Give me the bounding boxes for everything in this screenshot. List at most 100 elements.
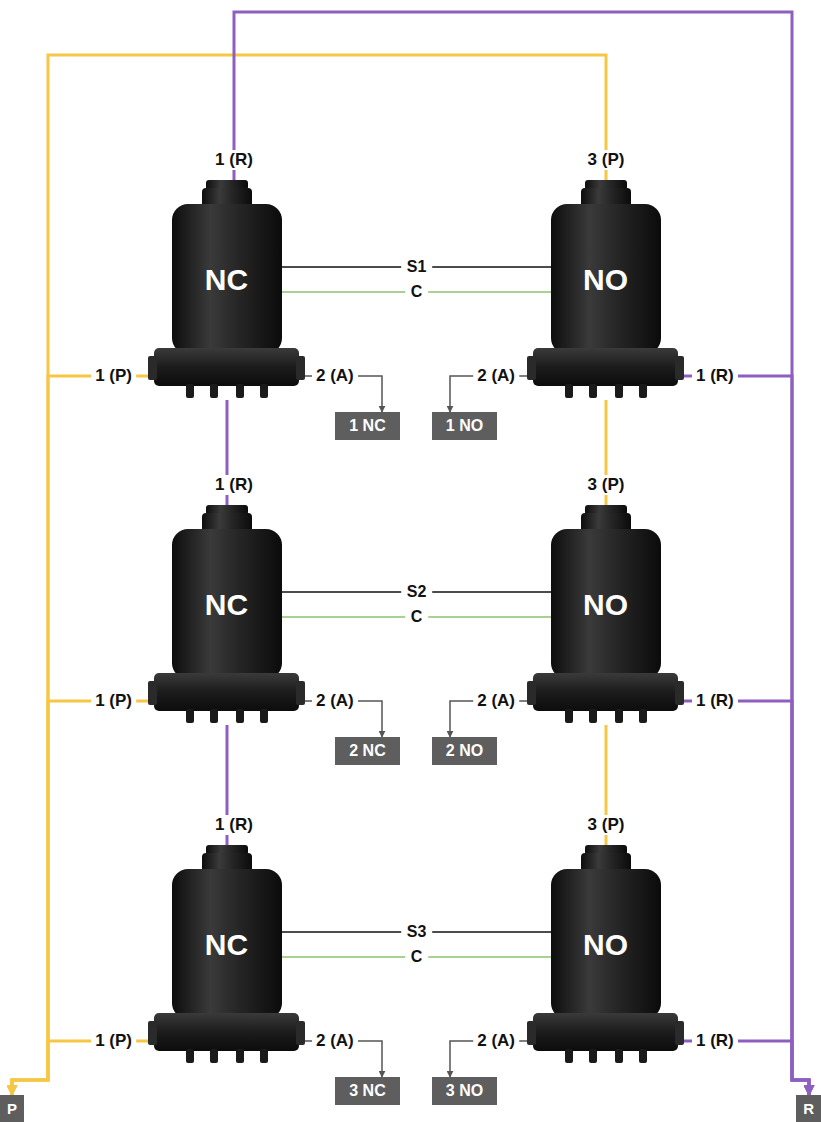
mounting-screw <box>260 384 268 398</box>
mounting-screw <box>615 709 623 723</box>
valve-base <box>154 1013 299 1051</box>
mounting-screw <box>589 384 597 398</box>
port-label: 1 (P) <box>91 691 136 711</box>
mounting-screw <box>186 384 194 398</box>
valve-base <box>533 1013 678 1051</box>
port-fitting <box>148 1021 157 1045</box>
mounting-screw <box>186 709 194 723</box>
port-name: 2 NC <box>345 741 390 761</box>
port-label: 3 (P) <box>584 475 629 495</box>
port-label: 1 (P) <box>91 1031 136 1051</box>
mounting-screw <box>615 384 623 398</box>
signal-label: C <box>405 947 429 967</box>
valve-type-label: NO <box>527 180 684 298</box>
mounting-screw <box>236 384 244 398</box>
mounting-screw <box>186 1049 194 1063</box>
port-fitting <box>527 1021 536 1045</box>
port-label: 2 (A) <box>312 1031 358 1051</box>
port-fitting <box>296 1021 305 1045</box>
mounting-screw <box>615 1049 623 1063</box>
normally-open-valve: NO <box>527 845 684 1065</box>
port-label: 1 (R) <box>692 1031 738 1051</box>
signal-label: S2 <box>401 582 433 602</box>
exhaust-line <box>234 12 809 1095</box>
port-label: 2 (A) <box>312 366 358 386</box>
mounting-screw <box>565 384 573 398</box>
valve-base <box>533 673 678 711</box>
normally-closed-valve: NC <box>148 845 305 1065</box>
mounting-screw <box>210 1049 218 1063</box>
signal-label: C <box>405 607 429 627</box>
mounting-screw <box>236 709 244 723</box>
port-fitting <box>675 356 684 380</box>
mounting-screw <box>639 384 647 398</box>
normally-closed-valve: NC <box>148 180 305 400</box>
mounting-screw <box>589 1049 597 1063</box>
signal-label: C <box>405 282 429 302</box>
port-label: 1 (R) <box>692 366 738 386</box>
port-name: 1 NC <box>345 416 390 436</box>
port-name: P <box>7 1095 17 1122</box>
mounting-screw <box>260 1049 268 1063</box>
mounting-screw <box>210 384 218 398</box>
signal-label: S1 <box>401 257 433 277</box>
port-name: 3 NC <box>345 1081 390 1101</box>
supply-line <box>12 376 148 1095</box>
port-fitting <box>148 356 157 380</box>
port-label: 1 (P) <box>91 366 136 386</box>
output-port-box: 1 NC <box>335 412 400 440</box>
exhaust-port-box: R <box>796 1095 821 1122</box>
port-label: 2 (A) <box>473 691 519 711</box>
signal-label: S3 <box>401 922 433 942</box>
port-name: R <box>803 1095 814 1122</box>
valve-type-label: NC <box>148 505 305 623</box>
mounting-screw <box>589 709 597 723</box>
port-label: 2 (A) <box>473 1031 519 1051</box>
supply-port-box: P <box>0 1095 24 1122</box>
port-fitting <box>148 681 157 705</box>
port-label: 1 (R) <box>211 475 257 495</box>
supply-line <box>12 55 606 1095</box>
exhaust-line <box>684 701 809 1095</box>
port-name: 3 NO <box>442 1081 487 1101</box>
normally-open-valve: NO <box>527 180 684 400</box>
normally-closed-valve: NC <box>148 505 305 725</box>
port-label: 3 (P) <box>584 815 629 835</box>
port-label: 3 (P) <box>584 150 629 170</box>
valve-base <box>154 348 299 386</box>
normally-open-valve: NO <box>527 505 684 725</box>
valve-type-label: NC <box>148 845 305 963</box>
port-name: 2 NO <box>442 741 487 761</box>
port-name: 1 NO <box>442 416 487 436</box>
supply-line <box>12 701 148 1095</box>
valve-type-label: NO <box>527 845 684 963</box>
mounting-screw <box>565 1049 573 1063</box>
mounting-screw <box>236 1049 244 1063</box>
port-fitting <box>296 681 305 705</box>
port-fitting <box>675 1021 684 1045</box>
valve-type-label: NO <box>527 505 684 623</box>
port-fitting <box>675 681 684 705</box>
valve-base <box>533 348 678 386</box>
port-label: 1 (R) <box>211 815 257 835</box>
port-fitting <box>527 681 536 705</box>
output-port-box: 3 NO <box>432 1077 497 1105</box>
mounting-screw <box>639 1049 647 1063</box>
mounting-screw <box>210 709 218 723</box>
port-label: 2 (A) <box>312 691 358 711</box>
mounting-screw <box>565 709 573 723</box>
port-fitting <box>527 356 536 380</box>
port-label: 2 (A) <box>473 366 519 386</box>
port-fitting <box>296 356 305 380</box>
output-port-box: 1 NO <box>432 412 497 440</box>
mounting-screw <box>260 709 268 723</box>
mounting-screw <box>639 709 647 723</box>
exhaust-line <box>684 376 809 1095</box>
output-port-box: 2 NC <box>335 737 400 765</box>
output-port-box: 2 NO <box>432 737 497 765</box>
port-label: 1 (R) <box>692 691 738 711</box>
valve-type-label: NC <box>148 180 305 298</box>
port-label: 1 (R) <box>211 150 257 170</box>
valve-base <box>154 673 299 711</box>
